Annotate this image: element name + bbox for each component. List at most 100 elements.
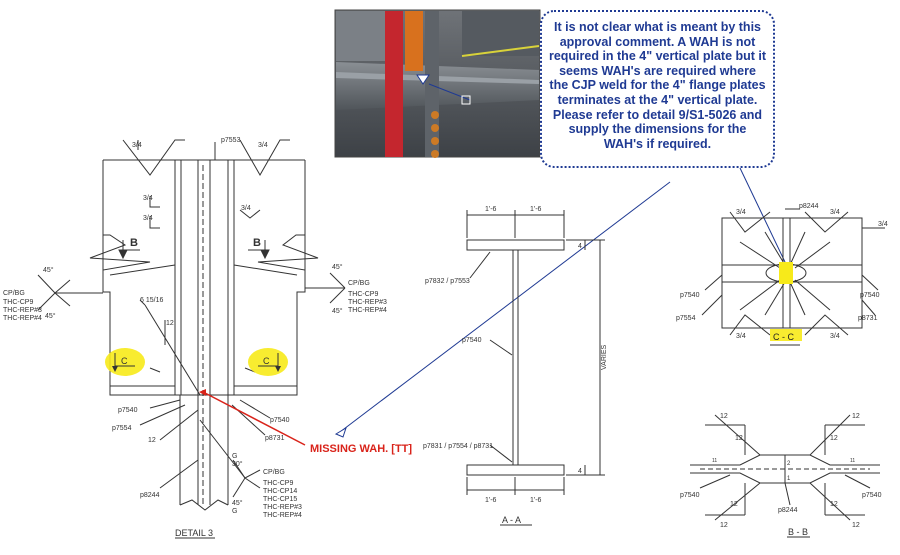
left-weld-angle-top: 45° (43, 266, 54, 274)
radius-dim: 6 15/16 (140, 297, 163, 304)
cc-weld-size-4: 3/4 (830, 333, 840, 340)
detail3-weld-size-1: 3/4 (132, 142, 142, 149)
bottom-weld-note-3: THC-CP14 (263, 488, 297, 495)
section-c-label-left: C (121, 356, 128, 366)
bottom-weld-note-4: THC-CP15 (263, 496, 297, 503)
left-weld-note-4: THC-REP#4 (3, 315, 42, 322)
aa-dim-top-left: 1'-6 (485, 206, 497, 213)
bottom-weld-angle-top: 30° (232, 460, 243, 468)
cc-weld-size-5: 3/4 (878, 221, 888, 228)
bb-twelve-3: 12 (720, 522, 728, 529)
bb-mark-right: p7540 (862, 492, 882, 499)
bb-twelve-1: 12 (720, 413, 728, 420)
right-weld-note-4: THC-REP#4 (348, 307, 387, 314)
detail3-weld-size-3: 3/4 (143, 195, 153, 202)
section-b-label-right: B (253, 237, 261, 249)
wah-dim: 12 (148, 437, 156, 444)
bb-small-b: 2 (787, 461, 791, 467)
bb-twelve-8: 12 (830, 501, 838, 508)
right-weld-note-1: CP/BG (348, 280, 370, 287)
aa-dim-bottom-left: 1'-6 (485, 497, 497, 504)
bb-twelve-6: 12 (830, 435, 838, 442)
left-weld-note-1: CP/BG (3, 290, 25, 297)
aa-flange-thk-top: 4 (578, 243, 582, 250)
bb-small-c: 1 (787, 476, 791, 482)
right-weld-angle-bottom: 45° (332, 307, 343, 315)
right-weld-note-3: THC-REP#3 (348, 299, 387, 306)
cc-mark-right2: p8731 (858, 315, 878, 322)
cc-title: C - C (773, 332, 794, 342)
cc-mark-left2: p7554 (676, 315, 696, 322)
bb-twelve-5: 12 (735, 435, 743, 442)
bb-twelve-2: 12 (852, 413, 860, 420)
comment-line-4: seems WAH's are required where (559, 63, 756, 78)
left-weld-note-3: THC-REP#3 (3, 307, 42, 314)
c-markers (105, 348, 288, 376)
bb-small-a2: 11 (850, 458, 855, 464)
bottom-weld-g-bottom: G (232, 508, 237, 515)
bb-title: B - B (788, 527, 808, 537)
cc-top-mark: p8244 (799, 203, 819, 210)
cc-weld-size-3: 3/4 (736, 333, 746, 340)
left-weld-angle-bottom: 45° (45, 312, 56, 320)
cc-highlight (770, 262, 802, 341)
detail-3 (37, 139, 346, 539)
bb-twelve-4: 12 (852, 522, 860, 529)
bottom-weld-note-1: CP/BG (263, 469, 285, 476)
cc-mark-left: p7540 (680, 292, 700, 299)
cc-weld-size-1: 3/4 (736, 209, 746, 216)
aa-dim-top-right: 1'-6 (530, 206, 542, 213)
comment-line-8: supply the dimensions for the (568, 122, 747, 137)
red-plate (385, 11, 403, 157)
mark-p8731: p8731 (265, 435, 285, 442)
aa-title: A - A (502, 515, 521, 525)
dim-twelve: 12 (166, 320, 174, 327)
comment-line-7: Please refer to detail 9/S1-5026 and (552, 107, 763, 122)
review-comment-callout: It is not clear what is meant by this ap… (540, 10, 775, 168)
section-b-label-left: B (130, 237, 138, 249)
mark-p7540-right: p7540 (270, 417, 290, 424)
mark-p8244: p8244 (140, 492, 160, 499)
aa-mid-label: p7540 (462, 337, 482, 344)
detail3-top-mark: p7553 (221, 137, 241, 144)
comment-line-3: required in the 4" vertical plate but it (548, 49, 767, 64)
callout-leaders (334, 167, 786, 438)
comment-line-9: WAH's if required. (603, 136, 712, 151)
detail3-title: DETAIL 3 (175, 528, 213, 538)
aa-bottom-label: p7831 / p7554 / p8731 (423, 443, 493, 450)
missing-wah-markup (199, 389, 306, 446)
section-c-label-right: C (263, 356, 270, 366)
comment-line-1: It is not clear what is meant by this (554, 20, 761, 34)
bottom-weld-g-top: G (232, 453, 237, 460)
comment-line-5: the CJP weld for the 4" flange plates (549, 78, 766, 93)
orange-plate (405, 11, 423, 71)
bottom-weld-note-2: THC-CP9 (263, 480, 293, 487)
mark-p7540-left: p7540 (118, 407, 138, 414)
detail3-weld-size-4: 3/4 (143, 215, 153, 222)
aa-dim-bottom-right: 1'-6 (530, 497, 542, 504)
bottom-weld-note-5: THC-REP#3 (263, 504, 302, 511)
labels: p7553 3/4 3/4 3/4 3/4 3/4 B B C C 45° 45… (3, 137, 888, 538)
bottom-weld-note-6: THC-REP#4 (263, 512, 302, 519)
comment-line-6: terminates at the 4" vertical plate. (557, 92, 758, 107)
comment-line-2: approval comment. A WAH is not (559, 34, 756, 49)
cc-weld-size-2: 3/4 (830, 209, 840, 216)
cc-mark-right: p7540 (860, 292, 880, 299)
detail3-weld-size-2: 3/4 (258, 142, 268, 149)
model-screenshot (334, 9, 541, 158)
bb-mark-center: p8244 (778, 507, 798, 514)
bb-small-a: 11 (712, 458, 717, 464)
left-weld-note-2: THC-CP9 (3, 299, 33, 306)
section-b-b (690, 414, 880, 538)
bb-twelve-7: 12 (730, 501, 738, 508)
mark-p7554: p7554 (112, 425, 132, 432)
right-weld-angle-top: 45° (332, 263, 343, 271)
aa-varies: VARIES (601, 345, 608, 370)
detail3-weld-size-5: 3/4 (241, 205, 251, 212)
section-c-c (701, 208, 885, 346)
aa-flange-thk-bottom: 4 (578, 468, 582, 475)
right-weld-note-2: THC-CP9 (348, 291, 378, 298)
missing-wah-label: MISSING WAH. [TT] (310, 443, 412, 455)
